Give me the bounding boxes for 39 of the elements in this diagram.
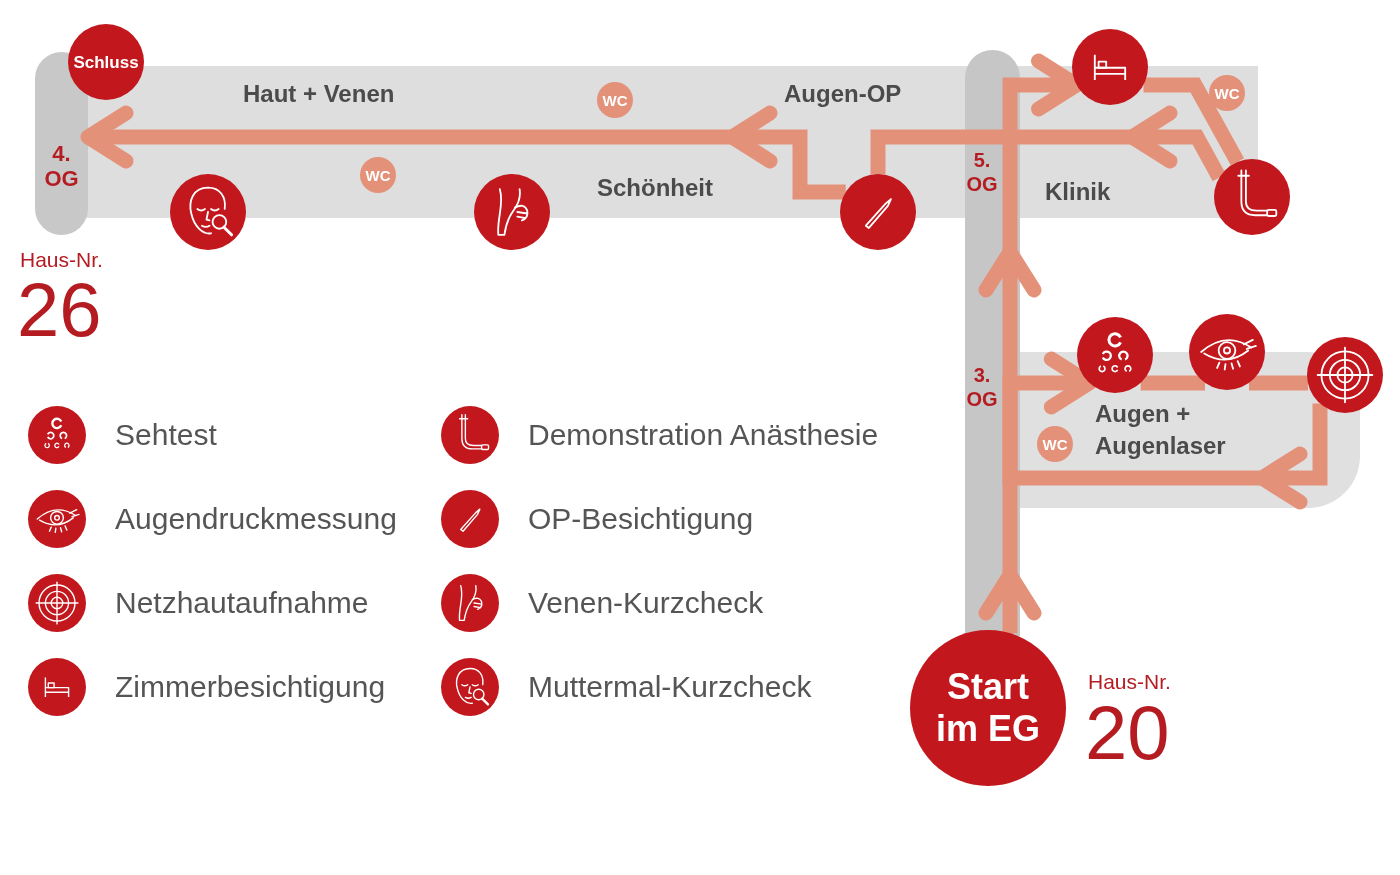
restroom-marker: WC	[1209, 75, 1245, 111]
floor-label: 5. OG	[965, 148, 999, 196]
area-label: Schönheit	[597, 174, 713, 202]
route-arrow	[80, 105, 846, 200]
legend-label: Augendruckmessung	[115, 501, 397, 537]
target-icon	[1307, 337, 1383, 413]
face-magnifier-icon	[170, 174, 246, 250]
start-marker: Start im EG	[910, 630, 1066, 786]
route-line	[1140, 375, 1205, 391]
route-arrow	[978, 351, 1097, 634]
leg-icon	[474, 174, 550, 250]
legend-label: Zimmerbesichtigung	[115, 669, 386, 705]
restroom-marker: WC	[1037, 426, 1073, 462]
legend-label: Demonstration Anästhesie	[528, 417, 879, 453]
area-label: Augen-OP	[784, 80, 902, 108]
area-label: Klinik	[1045, 178, 1111, 206]
restroom-marker: WC	[360, 157, 396, 193]
legend-label: Venen-Kurzcheck	[528, 585, 764, 621]
area-label: Haut + Venen	[243, 80, 395, 108]
scalpel-icon	[840, 174, 916, 250]
finish-marker: Schluss	[68, 24, 144, 100]
legend-label: Muttermal-Kurzcheck	[528, 669, 812, 705]
bed-icon	[1072, 29, 1148, 105]
legend-label: OP-Besichtigung	[528, 501, 754, 537]
floor-label: 4. OG	[43, 141, 80, 191]
eye-icon	[1189, 314, 1265, 390]
area-label: Augen + Augenlaser	[1095, 399, 1227, 461]
tube-icon	[1214, 159, 1290, 235]
floor-label: 3. OG	[965, 363, 999, 411]
legend-label: Netzhautaufnahme	[115, 585, 369, 621]
eye-chart-icon	[1077, 317, 1153, 393]
house-number-caption: Haus-Nr.	[20, 249, 103, 270]
route-arrow	[978, 53, 1328, 510]
restroom-marker: WC	[597, 82, 633, 118]
house-number: 26	[17, 272, 102, 348]
route-line	[1249, 375, 1308, 391]
house-number-caption: Haus-Nr.	[1088, 671, 1171, 692]
legend-label: Sehtest	[115, 417, 217, 453]
house-number: 20	[1085, 695, 1170, 771]
